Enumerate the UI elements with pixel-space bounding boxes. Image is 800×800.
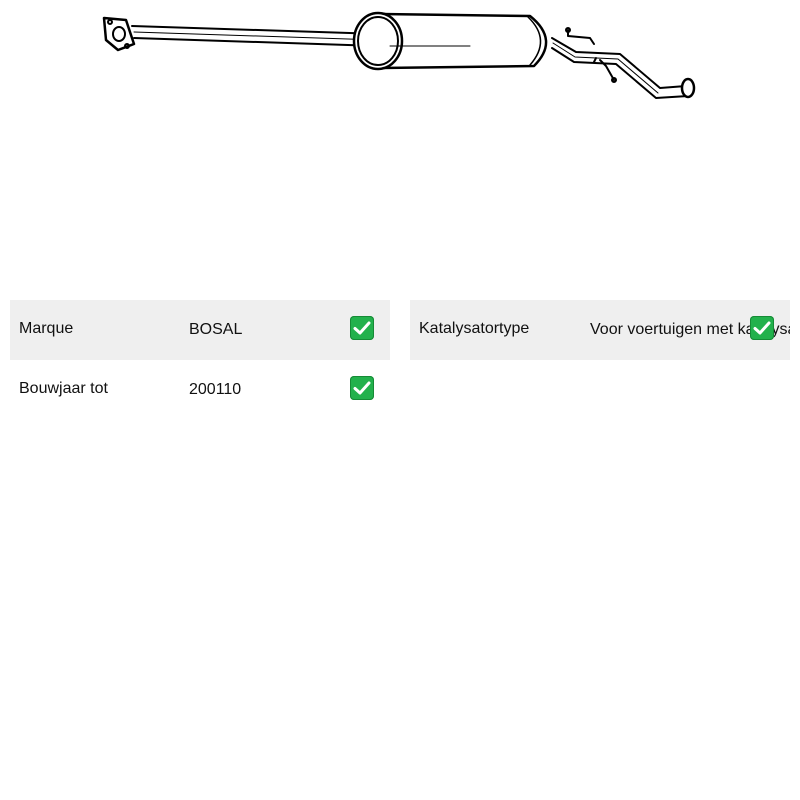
spec-row-katalysatortype: Katalysatortype Voor voertuigen met kata… — [410, 300, 790, 360]
spec-label: Katalysatortype — [419, 320, 530, 337]
spec-label: Marque — [19, 320, 74, 337]
check-icon — [350, 316, 374, 340]
spec-value: Voor voertuigen met katalysator — [590, 321, 790, 338]
check-icon — [750, 316, 774, 340]
spec-label: Bouwjaar tot — [19, 380, 108, 397]
spec-row-marque: Marque BOSAL — [10, 300, 390, 360]
spec-row-bouwjaar-tot: Bouwjaar tot 200110 — [10, 360, 390, 420]
check-icon — [350, 376, 374, 400]
spec-value: 200110 — [189, 381, 242, 398]
spec-table-left: Marque BOSAL Bouwjaar tot 200110 — [10, 300, 390, 420]
spec-table-right: Katalysatortype Voor voertuigen met kata… — [410, 300, 790, 420]
exhaust-pipe-image — [102, 11, 696, 99]
spec-value: BOSAL — [189, 321, 243, 338]
